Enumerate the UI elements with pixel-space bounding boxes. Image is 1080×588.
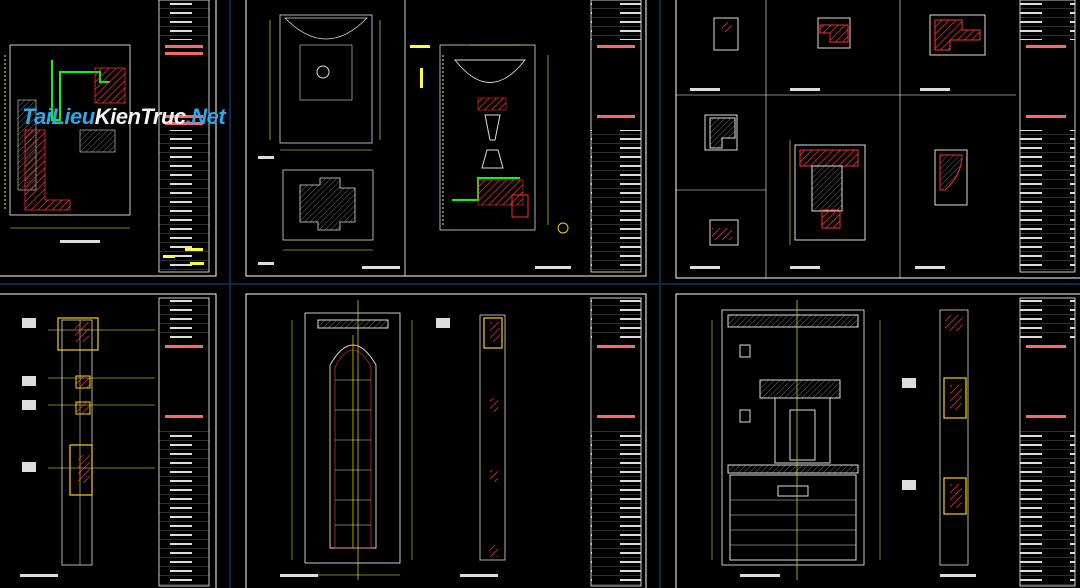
callout-box: [483, 317, 503, 349]
sheet-3-frame: [675, 0, 1080, 279]
watermark-part-1: TaiLieu: [22, 104, 95, 129]
sheet-5: [245, 293, 647, 588]
watermark-part-2: KienTruc: [94, 104, 186, 129]
cornice-detail: [794, 144, 866, 241]
basin-top-view: [279, 14, 373, 144]
callout-box-bottom: [69, 444, 93, 496]
wall-section-strip: [61, 319, 93, 566]
sheet-2-frame: [245, 0, 647, 277]
callout-marker: [557, 222, 569, 234]
callout-box-top: [57, 317, 99, 351]
watermark-part-3: .Net: [185, 104, 226, 129]
sheet-4: [0, 293, 217, 588]
sheet-1-frame: [0, 0, 217, 277]
sheet-2: [245, 0, 647, 277]
callout-box-upper: [943, 377, 967, 419]
sheet-6-frame: [675, 293, 1080, 588]
sheet-1: [0, 0, 217, 277]
watermark-logo: TaiLieuKienTruc.Net: [22, 104, 226, 130]
sheet-6: [675, 293, 1080, 588]
window-elevation: [304, 312, 401, 564]
arched-window: [329, 344, 377, 549]
sheet-3: [675, 0, 1080, 279]
sheet-1-detail-frame: [9, 44, 131, 216]
callout-box-lower: [943, 477, 967, 515]
sheet-5-frame: [245, 293, 647, 588]
facade-elevation: [721, 309, 865, 566]
sheet-4-frame: [0, 293, 217, 588]
